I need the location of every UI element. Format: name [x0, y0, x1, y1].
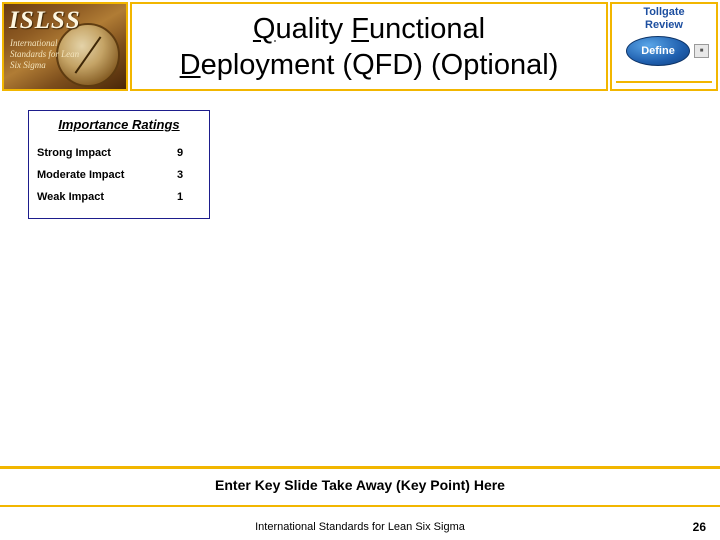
rating-label: Moderate Impact — [37, 169, 125, 181]
rating-value: 9 — [177, 147, 184, 159]
table-row: Moderate Impact 3 — [29, 164, 209, 186]
tollgate-line2: Review — [645, 19, 683, 31]
rating-label: Weak Impact — [37, 191, 105, 203]
title-underlined-d: D — [179, 48, 201, 81]
importance-ratings-table: Importance Ratings Strong Impact 9 Moder… — [28, 110, 210, 219]
table-row: Weak Impact 1 — [29, 186, 209, 208]
tollgate-phase-define: Define — [626, 36, 690, 66]
logo-subtitle: International Standards for Lean Six Sig… — [10, 38, 80, 70]
title-underlined-q: Q — [252, 12, 276, 45]
table-row: Strong Impact 9 — [29, 142, 209, 164]
importance-ratings-title: Importance Ratings — [58, 117, 180, 132]
islss-logo: ISLSS International Standards for Lean S… — [2, 2, 128, 91]
slide-header: ISLSS International Standards for Lean S… — [0, 0, 720, 93]
tollgate-review-box: Tollgate Review Define ■ — [610, 2, 718, 91]
logo-title: ISLSS — [9, 7, 81, 34]
key-takeaway-text: Enter Key Slide Take Away (Key Point) He… — [215, 477, 505, 493]
title-part-uality: uality — [275, 12, 352, 45]
footer-bottom-divider — [0, 505, 720, 507]
page-title: Quality Functional Deployment (QFD) (Opt… — [180, 11, 559, 83]
tollgate-badge-icon: ■ — [694, 44, 709, 58]
footer-top-divider — [0, 466, 720, 469]
title-part-unctional: unctional — [368, 12, 486, 45]
tollgate-divider — [616, 81, 712, 83]
rating-value: 1 — [177, 191, 184, 203]
page-number: 26 — [692, 520, 706, 534]
title-underlined-f: F — [351, 12, 369, 45]
tollgate-review-label: Tollgate Review — [612, 6, 716, 32]
rating-value: 3 — [177, 169, 184, 181]
compass-icon — [56, 23, 120, 87]
title-part-line2: eployment (QFD) (Optional) — [200, 48, 559, 81]
tollgate-line1: Tollgate — [643, 6, 685, 18]
footer-organization: International Standards for Lean Six Sig… — [255, 521, 465, 533]
rating-label: Strong Impact — [37, 147, 111, 159]
slide-title-box: Quality Functional Deployment (QFD) (Opt… — [130, 2, 608, 91]
